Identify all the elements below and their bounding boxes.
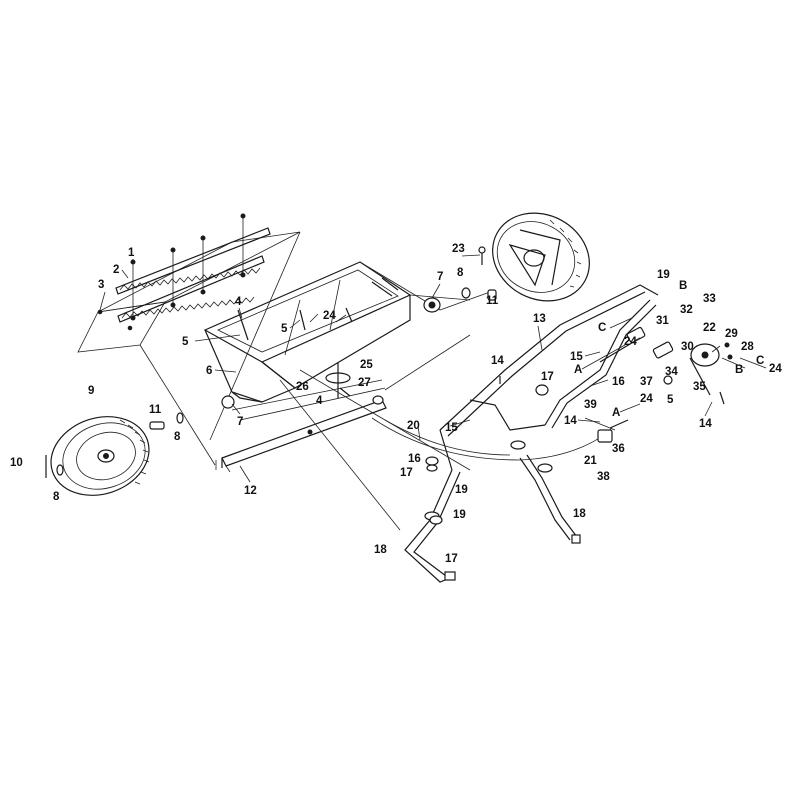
part-label: 9 (88, 385, 94, 397)
part-label: 4 (235, 296, 242, 308)
part-label: 24 (323, 310, 336, 322)
part-label: 5 (182, 336, 189, 348)
part-label: 17 (400, 467, 413, 479)
part-label: 16 (612, 376, 625, 388)
part-label: 31 (656, 315, 669, 327)
part-label: 6 (206, 365, 212, 377)
part-label: 32 (680, 304, 693, 316)
part-label: 13 (533, 313, 546, 325)
part-label: 36 (612, 443, 625, 455)
part-label: 2 (113, 264, 119, 276)
leader-lines (99, 254, 767, 483)
part-label: 27 (358, 377, 371, 389)
part-label: 7 (237, 416, 243, 428)
part-label: 22 (703, 322, 716, 334)
handle-tubes (404, 284, 659, 583)
part-label: A (574, 364, 582, 376)
part-label: 8 (174, 431, 181, 443)
part-label: 17 (541, 371, 554, 383)
part-label: 5 (667, 394, 674, 406)
part-label: A (612, 407, 620, 419)
part-label: 39 (584, 399, 597, 411)
part-label: 15 (570, 351, 583, 363)
part-label: 33 (703, 293, 716, 305)
part-label: 24 (624, 336, 637, 348)
control-cable (371, 417, 613, 461)
right-wheel (423, 212, 590, 313)
part-label: B (679, 280, 687, 292)
part-label: 5 (281, 323, 288, 335)
part-label: 35 (693, 381, 706, 393)
part-label: 30 (681, 341, 694, 353)
part-label: 14 (564, 415, 577, 427)
control-lever-assembly (535, 326, 733, 443)
part-label: B (735, 364, 743, 376)
part-label: 25 (360, 359, 373, 371)
part-label: 7 (437, 271, 443, 283)
part-label: 19 (657, 269, 670, 281)
part-label: 8 (53, 491, 60, 503)
part-label: 3 (98, 279, 104, 291)
part-label: 34 (665, 366, 678, 378)
part-label: 18 (573, 508, 586, 520)
hopper (203, 261, 412, 403)
part-label: C (598, 322, 606, 334)
part-label: 1 (128, 247, 135, 259)
part-label: 11 (486, 295, 499, 307)
part-label: 21 (584, 455, 597, 467)
part-label: 19 (455, 484, 468, 496)
part-label: 23 (452, 243, 465, 255)
part-label: 16 (408, 453, 421, 465)
axle (215, 379, 387, 473)
part-label: 15 (445, 422, 458, 434)
part-label: 38 (597, 471, 610, 483)
hardware (221, 376, 501, 525)
part-label: 37 (640, 376, 653, 388)
part-label: 14 (699, 418, 712, 430)
part-label: 18 (374, 544, 387, 556)
part-label: 14 (491, 355, 504, 367)
part-label: 24 (769, 363, 782, 375)
part-label: 26 (296, 381, 309, 393)
part-label: 4 (316, 395, 323, 407)
part-labels: 1 2 3 4 4 5 5 5 6 7 7 8 8 8 9 10 11 11 1… (10, 243, 782, 565)
part-label: 8 (457, 267, 464, 279)
left-wheel (45, 412, 184, 496)
part-label: 29 (725, 328, 738, 340)
part-label: 20 (407, 420, 420, 432)
part-label: 10 (10, 457, 23, 469)
part-label: 19 (453, 509, 466, 521)
part-label: 12 (244, 485, 257, 497)
part-label: C (756, 355, 764, 367)
part-label: 28 (741, 341, 754, 353)
frame-lines (139, 231, 491, 531)
part-label: 17 (445, 553, 458, 565)
part-label: 11 (149, 404, 162, 416)
part-label: 24 (640, 393, 653, 405)
